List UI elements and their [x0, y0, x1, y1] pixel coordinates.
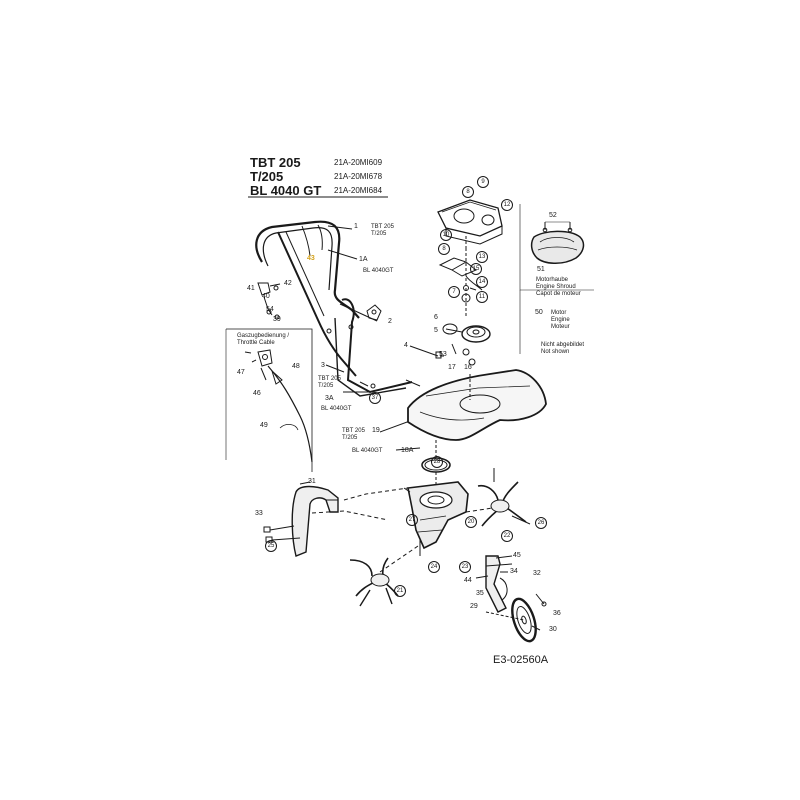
callout-52: 52	[549, 212, 557, 219]
callout-22: 22	[501, 530, 513, 542]
callout-31: 31	[308, 478, 316, 485]
callout-33: 33	[255, 510, 263, 517]
callout-19: 19	[372, 427, 380, 434]
callout-40: 40	[262, 293, 270, 300]
callout-13: 13	[476, 251, 488, 263]
callout-54: 54	[266, 306, 274, 313]
callout-42: 42	[284, 280, 292, 287]
callout-50: 50	[535, 309, 543, 316]
callout-7: 7	[448, 286, 460, 298]
callout-15: 15	[470, 263, 482, 275]
note-throttle-cable: Gaszugbedienung / Throttle Cable	[237, 333, 290, 346]
model-t205: T/205	[250, 169, 284, 184]
callout-53: 53	[439, 351, 447, 358]
note-not-shown: Nicht abgebildet Not shown	[541, 342, 585, 355]
callout-34: 34	[510, 568, 518, 575]
partno-bl4040gt: 21A-20MI684	[334, 186, 383, 195]
callout-37: 37	[369, 392, 381, 404]
callout-8: 8	[462, 186, 474, 198]
partno-tbt205: 21A-20MI609	[334, 158, 383, 167]
callout-25: 25	[265, 540, 277, 552]
model-tbt205: TBT 205	[250, 155, 301, 170]
callout-43: 43	[307, 255, 315, 262]
callout-12: 12	[501, 199, 513, 211]
callout-17: 17	[448, 364, 456, 371]
callout-10: 10	[440, 229, 452, 241]
callout-18a: 18A	[401, 447, 414, 454]
callout-16: 16	[464, 364, 472, 371]
note-engine-shroud: Motorhaube Engine Shroud Capot de moteur	[536, 277, 581, 297]
callout-23: 23	[459, 561, 471, 573]
callout-3: 3	[321, 362, 325, 369]
callout-30: 30	[549, 626, 557, 633]
partno-t205: 21A-20MI678	[334, 172, 383, 181]
callout-29: 29	[470, 603, 478, 610]
note-bl4040gt-c: BL 4040GT	[352, 448, 383, 454]
callout-46: 46	[253, 390, 261, 397]
callout-51: 51	[537, 266, 545, 273]
note-tbt205-t205-c: TBT 205 T/205	[342, 428, 365, 441]
callout-49: 49	[260, 422, 268, 429]
callout-47: 47	[237, 369, 245, 376]
callout-1: 1	[354, 223, 358, 230]
note-tbt205-t205-a: TBT 205 T/205	[371, 224, 394, 237]
callout-3a: 3A	[325, 395, 334, 402]
model-bl4040gt: BL 4040 GT	[250, 183, 322, 198]
callout-41: 41	[247, 285, 255, 292]
diagram-code: E3-02560A	[493, 654, 549, 666]
callout-39: 39	[273, 316, 281, 323]
note-bl4040gt-b: BL 4040GT	[321, 406, 352, 412]
callout-36: 36	[553, 610, 561, 617]
callout-2: 2	[388, 318, 392, 325]
note-engine: Motor Engine Moteur	[551, 310, 570, 330]
callout-14: 14	[476, 276, 488, 288]
callout-26: 26	[535, 517, 547, 529]
callout-5: 5	[434, 327, 438, 334]
callout-1a: 1A	[359, 256, 368, 263]
callout-44: 44	[464, 577, 472, 584]
callout-35: 35	[476, 590, 484, 597]
callout-21: 21	[394, 585, 406, 597]
callout-8b: 8	[438, 243, 450, 255]
callout-11: 11	[476, 291, 488, 303]
callout-27: 27	[406, 514, 418, 526]
callout-32: 32	[533, 570, 541, 577]
note-bl4040gt-a: BL 4040GT	[363, 268, 394, 274]
callout-4: 4	[404, 342, 408, 349]
callout-9: 9	[477, 176, 489, 188]
callout-48: 48	[292, 363, 300, 370]
callout-24: 24	[428, 561, 440, 573]
callout-20: 20	[465, 516, 477, 528]
note-tbt205-t205-b: TBT 205 T/205	[318, 376, 341, 389]
callout-6: 6	[434, 314, 438, 321]
callout-28: 28	[431, 456, 443, 468]
callout-45: 45	[513, 552, 521, 559]
